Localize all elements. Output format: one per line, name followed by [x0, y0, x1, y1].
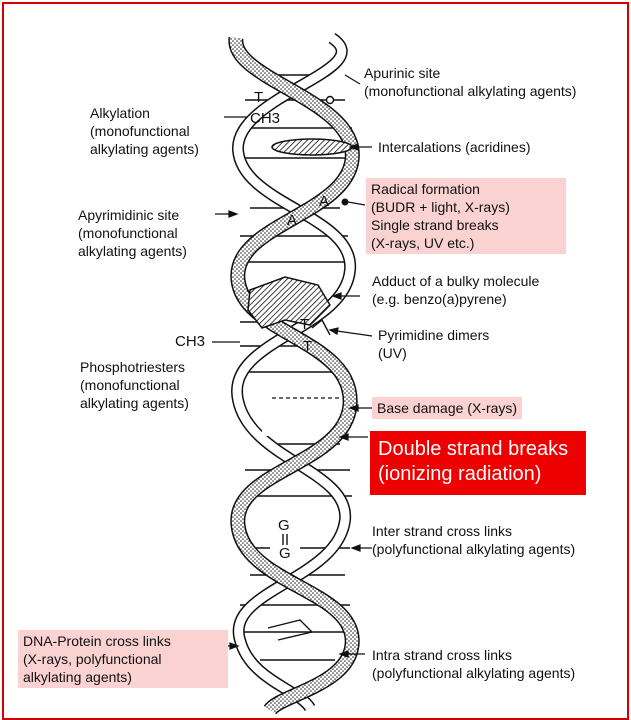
base-label-a-upper: A	[319, 193, 329, 210]
label-phosphotriesters: Phosphotriesters (monofunctional alkylat…	[80, 358, 189, 412]
label-double-strand-breaks: Double strand breaks (ionizing radiation…	[370, 431, 586, 495]
intra-strand-link	[268, 620, 312, 640]
methyl-label-left: CH3	[175, 333, 205, 350]
crosslink-label-g2: G	[279, 545, 291, 562]
dimer-label-t1: T	[300, 316, 309, 333]
dimer-label-t2: T	[303, 338, 312, 355]
crosslink-label-g1: G	[278, 517, 290, 534]
label-pyrimidine-dimers: Pyrimidine dimers (UV)	[378, 326, 489, 362]
label-radical-formation: Radical formation (BUDR + light, X-rays)…	[366, 178, 566, 254]
intercalation-molecule	[272, 139, 352, 155]
label-intercalations: Intercalations (acridines)	[378, 138, 531, 156]
base-label-a-lower: A	[287, 212, 297, 229]
radical-dot	[342, 199, 349, 206]
label-base-damage: Base damage (X-rays)	[372, 397, 522, 419]
strand-breaks	[262, 418, 318, 436]
label-apyrimidinic-site: Apyrimidinic site (monofunctional alkyla…	[78, 206, 187, 260]
label-dna-protein-cross-links: DNA-Protein cross links (X-rays, polyfun…	[18, 630, 228, 688]
label-inter-strand-cross-links: Inter strand cross links (polyfunctional…	[372, 522, 575, 558]
label-alkylation: Alkylation (monofunctional alkylating ag…	[90, 104, 199, 158]
apurinic-marker	[327, 97, 334, 104]
label-bulky-adduct: Adduct of a bulky molecule (e.g. benzo(a…	[372, 272, 539, 308]
label-intra-strand-cross-links: Intra strand cross links (polyfunctional…	[372, 646, 575, 682]
methyl-label-top: CH3	[250, 110, 280, 127]
label-apurinic-site: Apurinic site (monofunctional alkylating…	[364, 64, 576, 100]
base-label-t: T	[254, 89, 263, 106]
